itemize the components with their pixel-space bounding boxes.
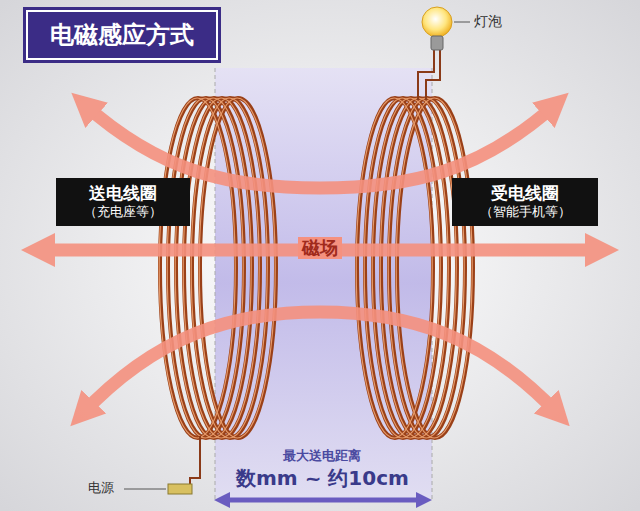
coil-turn — [200, 98, 276, 438]
coil-label-box: 送电线圈（充电座等） — [56, 178, 190, 226]
coil-turn — [184, 98, 260, 438]
coil-highlight — [388, 98, 464, 438]
coil-highlight — [380, 98, 456, 438]
coil-name: 送电线圈 — [66, 182, 180, 204]
coil-example: （充电座等） — [66, 204, 180, 221]
coil-label-box: 受电线圈（智能手机等） — [452, 178, 598, 226]
coil — [356, 98, 473, 438]
field-arrows — [38, 104, 602, 414]
coil-turn — [397, 98, 473, 438]
coil-example: （智能手机等） — [462, 204, 588, 221]
lightbulb — [418, 7, 470, 100]
coil-highlight — [356, 98, 432, 438]
part-label: 电源 — [88, 480, 114, 496]
coil-turn — [389, 98, 465, 438]
field-label: 磁场 — [298, 237, 342, 259]
coil-name: 受电线圈 — [462, 182, 588, 204]
coil-highlight — [167, 98, 243, 438]
coil-highlight — [175, 98, 251, 438]
coil-highlight — [159, 98, 235, 438]
coil-turn — [373, 98, 449, 438]
coil — [159, 98, 276, 438]
dimension-caption: 最大送电距离 — [283, 448, 361, 464]
power-source — [124, 436, 200, 494]
dimension-value: 数mm ~ 约10cm — [236, 466, 409, 490]
coil-turn — [381, 98, 457, 438]
coil-turn — [192, 98, 268, 438]
coil-highlight — [364, 98, 440, 438]
part-label: 灯泡 — [474, 13, 502, 30]
coil-turn — [176, 98, 252, 438]
coil-highlight — [372, 98, 448, 438]
coil-highlight — [396, 98, 472, 438]
coil-turn — [365, 98, 441, 438]
title-banner: 电磁感应方式 — [26, 10, 218, 60]
coil-highlight — [183, 98, 259, 438]
distance-arrow — [222, 498, 424, 503]
coil-turn — [168, 98, 244, 438]
coil-highlight — [199, 98, 275, 438]
coils — [159, 98, 473, 438]
coil-highlight — [191, 98, 267, 438]
